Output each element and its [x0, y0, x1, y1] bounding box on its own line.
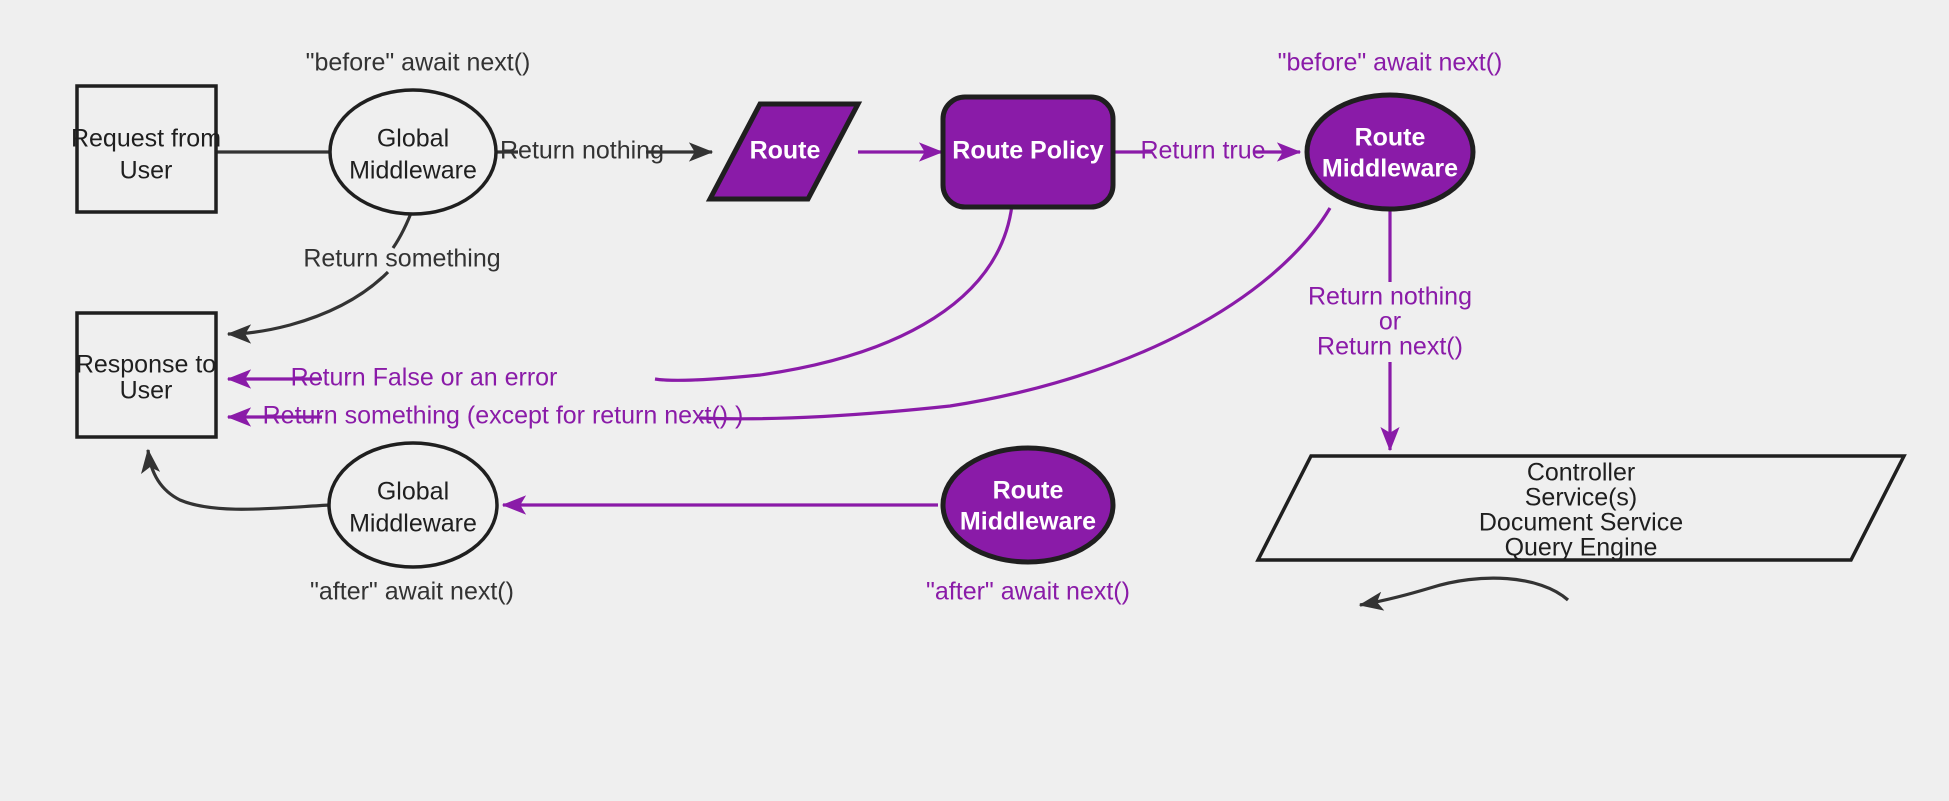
node-route[interactable]: Route — [705, 101, 863, 202]
edge-label-return-something-global: Return something — [303, 245, 500, 273]
edge-controller-to-route-mw-after — [1358, 576, 1570, 611]
controller-line1: Controller — [1527, 459, 1635, 487]
annotation-after-global-middleware: "after" await next() — [310, 578, 514, 606]
edge-label-return-nothing-global: Return nothing — [500, 137, 664, 165]
global-middleware-before-line1: Global — [377, 125, 449, 153]
edge-label-return-something-except: Return something (except for return next… — [263, 402, 744, 430]
node-global-middleware-before[interactable]: Global Middleware — [328, 88, 498, 216]
route-middleware-before-line2: Middleware — [1322, 155, 1458, 183]
node-response-to-user[interactable]: Response to User — [75, 311, 218, 439]
node-request-from-user[interactable]: Request from User — [71, 84, 221, 214]
annotation-before-route-middleware: "before" await next() — [1278, 49, 1503, 77]
node-route-middleware-before[interactable]: Route Middleware — [1304, 92, 1476, 212]
global-middleware-after-line2: Middleware — [349, 510, 477, 538]
controller-line3: Document Service — [1479, 509, 1683, 537]
response-to-user-line2: User — [120, 377, 173, 405]
edge-label-return-nothing-or-2: or — [1379, 308, 1401, 336]
annotation-after-route-middleware: "after" await next() — [926, 578, 1130, 606]
global-middleware-after-line1: Global — [377, 478, 449, 506]
edge-label-return-true: Return true — [1140, 137, 1265, 165]
node-route-policy[interactable]: Route Policy — [940, 94, 1116, 210]
request-from-user-line1: Request from — [71, 125, 221, 153]
edge-global-mw-after-to-response — [141, 448, 331, 511]
route-policy-label: Route Policy — [952, 137, 1104, 165]
edge-route-mw-return-something-curve — [699, 207, 1332, 421]
controller-line2: Service(s) — [1525, 484, 1638, 512]
route-label: Route — [750, 137, 821, 165]
controller-line4: Query Engine — [1505, 534, 1658, 562]
edge-label-return-nothing-or-3: Return next() — [1317, 333, 1463, 361]
node-route-middleware-after[interactable]: Route Middleware — [940, 445, 1116, 565]
response-to-user-line1: Response to — [76, 351, 216, 379]
route-middleware-before-line1: Route — [1355, 124, 1426, 152]
route-middleware-after-line1: Route — [993, 477, 1064, 505]
edge-route-policy-return-false-curve — [654, 204, 1014, 382]
edge-label-return-nothing-or-1: Return nothing — [1308, 283, 1472, 311]
node-controller-services[interactable]: Controller Service(s) Document Service Q… — [1255, 454, 1907, 562]
route-middleware-after-line2: Middleware — [960, 508, 1096, 536]
edge-label-return-false-or-error: Return False or an error — [291, 364, 558, 392]
request-from-user-line2: User — [120, 157, 173, 185]
annotation-before-global-middleware: "before" await next() — [306, 49, 531, 77]
node-global-middleware-after[interactable]: Global Middleware — [327, 441, 499, 569]
global-middleware-before-line2: Middleware — [349, 157, 477, 185]
edge-global-middleware-return-something-lower — [226, 270, 390, 344]
